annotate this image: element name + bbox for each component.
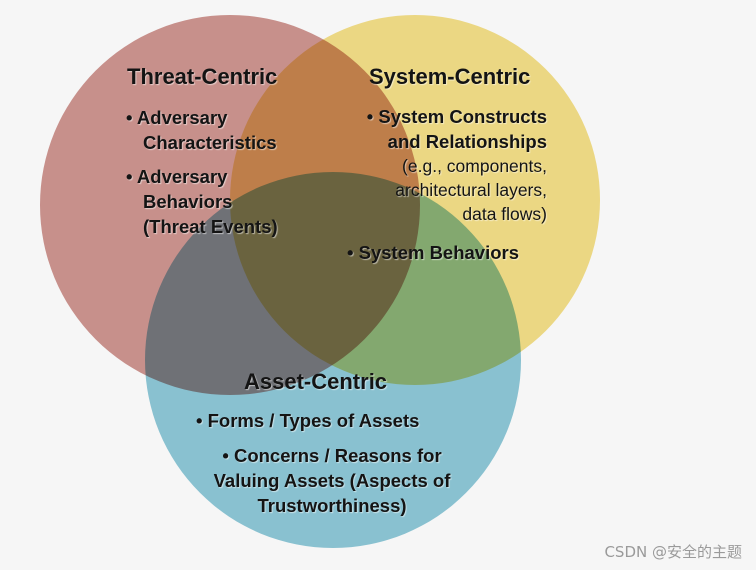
- asset-centric-title: Asset-Centric: [244, 369, 388, 394]
- watermark-text: CSDN @安全的主题: [604, 543, 742, 561]
- system-bullet-behaviors: • System Behaviors: [347, 242, 520, 263]
- asset-centric-circle: [145, 172, 521, 548]
- asset-bullet-concerns-reasons: • Concerns / Reasons for Valuing Assets …: [196, 443, 468, 518]
- bullet-line: and Relationships: [387, 131, 547, 152]
- bullet-line: Valuing Assets (Aspects of: [213, 470, 451, 491]
- system-bullet-constructs: • System Constructs and Relationships (e…: [340, 104, 547, 226]
- bullet-subline: data flows): [462, 204, 547, 224]
- asset-bullet-forms-types: • Forms / Types of Assets: [196, 410, 420, 431]
- bullet-line: (Threat Events): [143, 216, 278, 237]
- bullet-line: • Adversary: [126, 166, 228, 187]
- bullet-line: • Adversary: [126, 107, 228, 128]
- bullet-line: • Concerns / Reasons for: [222, 445, 442, 466]
- bullet-subline: architectural layers,: [395, 180, 547, 200]
- bullet-line: Behaviors: [143, 191, 233, 212]
- bullet-line: • System Constructs: [366, 106, 547, 127]
- bullet-line: Characteristics: [143, 132, 277, 153]
- threat-bullet-adversary-behaviors: • Adversary Behaviors (Threat Events): [126, 164, 278, 239]
- bullet-line: Trustworthiness): [257, 495, 407, 516]
- bullet-subline: (e.g., components,: [402, 156, 547, 176]
- threat-centric-title: Threat-Centric: [127, 64, 278, 89]
- threat-bullet-adversary-characteristics: • Adversary Characteristics: [126, 105, 277, 155]
- system-centric-title: System-Centric: [369, 64, 531, 89]
